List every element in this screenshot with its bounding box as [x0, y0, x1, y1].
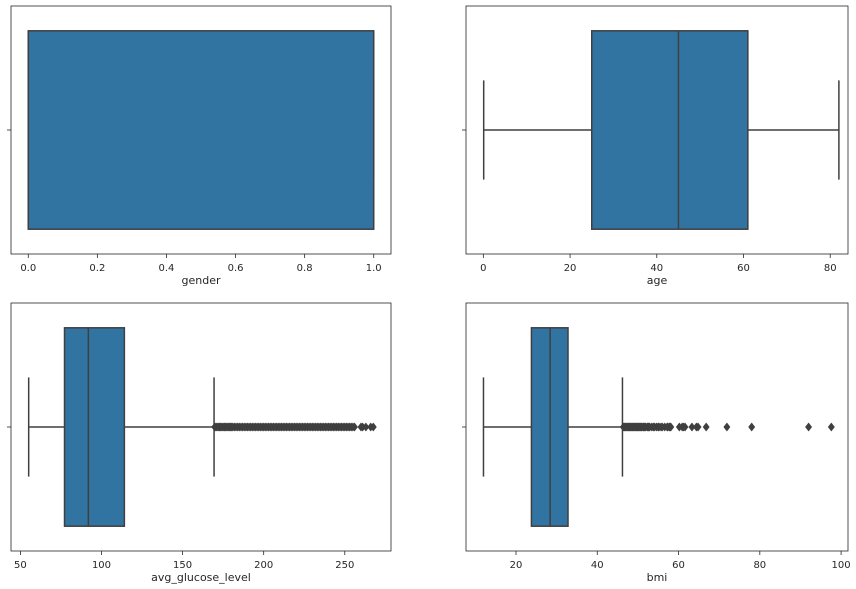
x-tick-label: 0 — [480, 263, 486, 274]
outlier-point — [362, 422, 370, 432]
boxplot-marks — [27, 327, 377, 527]
x-tick-label: 60 — [672, 560, 685, 571]
x-tick-label: 250 — [335, 560, 354, 571]
outlier-point — [350, 422, 359, 432]
x-tick-label: 100 — [92, 560, 111, 571]
x-axis-ticks: 0 20 40 60 80 — [480, 254, 837, 274]
x-axis-label: avg_glucose_level — [151, 571, 251, 584]
outlier-point — [805, 422, 813, 432]
outlier-point — [694, 422, 702, 432]
outlier-point — [667, 422, 675, 432]
outlier-point — [827, 422, 835, 432]
x-tick-label: 0.0 — [20, 263, 36, 274]
x-tick-label: 60 — [737, 263, 750, 274]
x-tick-label: 40 — [650, 263, 663, 274]
x-axis-label: bmi — [647, 571, 668, 584]
iqr-box — [590, 30, 749, 230]
x-axis-label: age — [647, 274, 668, 287]
x-tick-label: 80 — [824, 263, 837, 274]
x-axis-ticks: 50 100 150 200 250 — [14, 551, 354, 571]
outlier-point — [748, 422, 756, 432]
subplot-gender: 0.0 0.2 0.4 0.6 0.8 1.0 gender — [7, 5, 392, 287]
x-tick-label: 200 — [254, 560, 273, 571]
x-axis-label: gender — [182, 274, 221, 287]
subplot-bmi: 20 40 60 80 100 bmi — [462, 302, 851, 584]
x-tick-label: 20 — [510, 560, 523, 571]
x-tick-label: 20 — [564, 263, 577, 274]
outlier-point — [723, 422, 731, 432]
iqr-box — [63, 327, 126, 527]
outlier-point — [702, 422, 710, 432]
x-tick-label: 0.6 — [228, 263, 244, 274]
x-axis-ticks: 20 40 60 80 100 — [510, 551, 851, 571]
x-tick-label: 50 — [14, 560, 27, 571]
x-tick-label: 1.0 — [366, 263, 382, 274]
x-tick-label: 0.2 — [89, 263, 105, 274]
boxplot-marks — [482, 327, 835, 527]
outlier-point — [369, 422, 377, 432]
x-tick-label: 0.8 — [297, 263, 313, 274]
boxplot-marks — [27, 30, 375, 230]
x-tick-label: 0.4 — [159, 263, 175, 274]
outlier-point — [681, 422, 689, 432]
x-tick-label: 100 — [832, 560, 851, 571]
boxplot-marks — [482, 30, 840, 230]
x-tick-label: 150 — [173, 560, 192, 571]
subplot-avg-glucose-level: 50 100 150 200 250 avg_glucose_level — [7, 302, 392, 584]
x-tick-label: 40 — [591, 560, 604, 571]
x-tick-label: 80 — [753, 560, 766, 571]
x-axis-ticks: 0.0 0.2 0.4 0.6 0.8 1.0 — [20, 254, 382, 274]
subplot-age: 0 20 40 60 80 age — [462, 5, 849, 287]
iqr-box — [27, 30, 375, 230]
